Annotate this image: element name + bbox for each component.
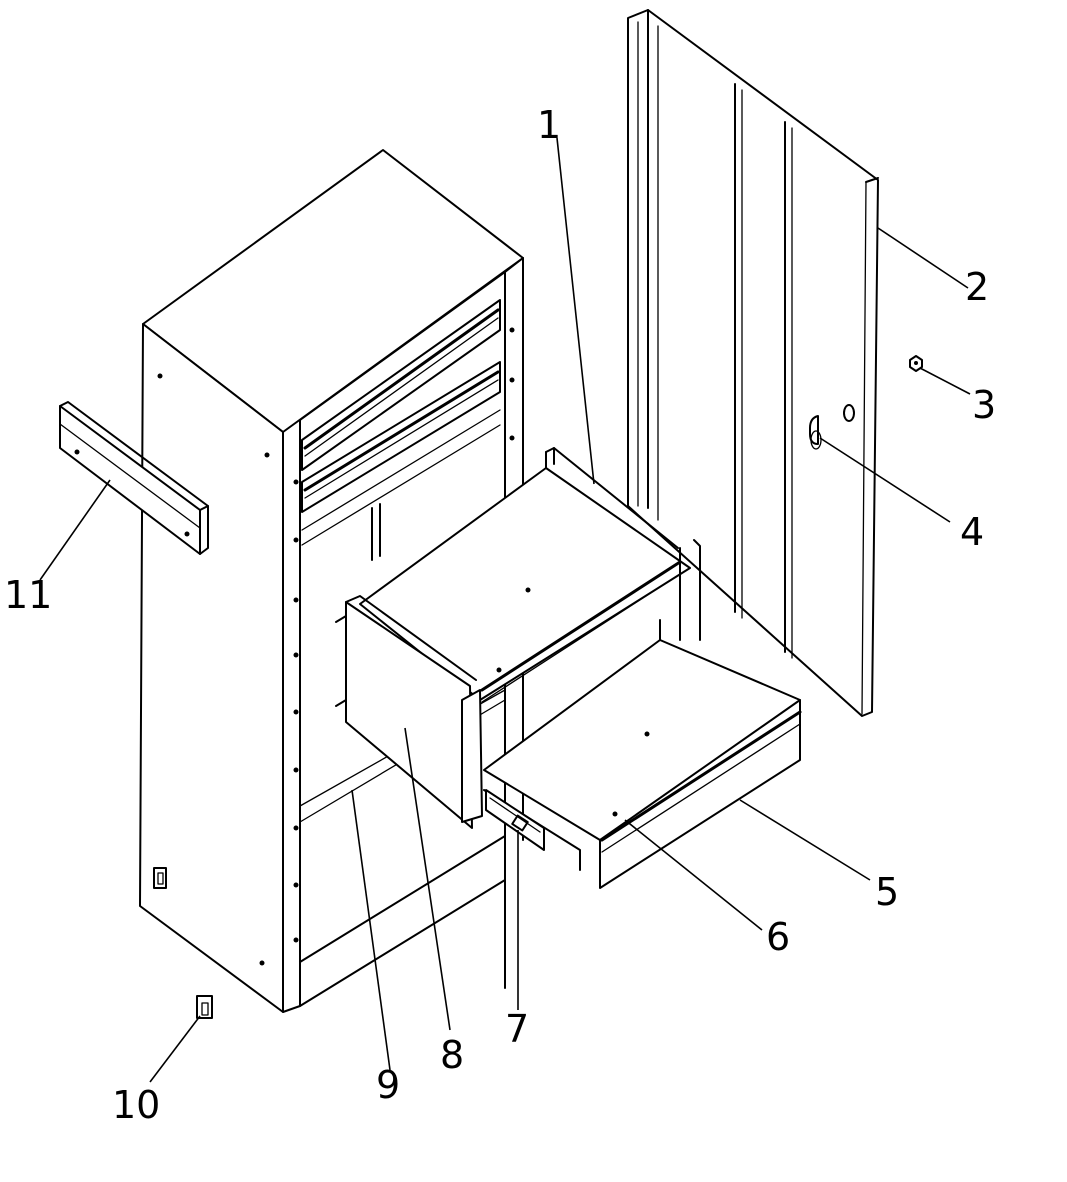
lock-hole xyxy=(843,404,855,422)
label-11: 11 xyxy=(4,573,52,617)
label-10: 10 xyxy=(112,1083,160,1127)
door-handle xyxy=(809,415,822,450)
label-7: 7 xyxy=(505,1007,529,1051)
slide-rail xyxy=(485,789,545,851)
drawer-front-panel xyxy=(335,595,483,829)
nut-part xyxy=(909,355,923,372)
lower-drawer xyxy=(483,539,802,889)
label-8: 8 xyxy=(440,1033,464,1077)
label-5: 5 xyxy=(875,870,899,914)
label-9: 9 xyxy=(376,1063,400,1107)
door-panel xyxy=(627,9,879,717)
label-4: 4 xyxy=(960,510,984,554)
small-latch xyxy=(196,995,213,1019)
label-3: 3 xyxy=(972,383,996,427)
label-6: 6 xyxy=(766,915,790,959)
wall-bracket xyxy=(59,401,209,555)
label-2: 2 xyxy=(965,265,989,309)
leader-lines xyxy=(39,137,971,1083)
upper-drawer xyxy=(359,447,691,703)
label-1: 1 xyxy=(537,103,561,147)
